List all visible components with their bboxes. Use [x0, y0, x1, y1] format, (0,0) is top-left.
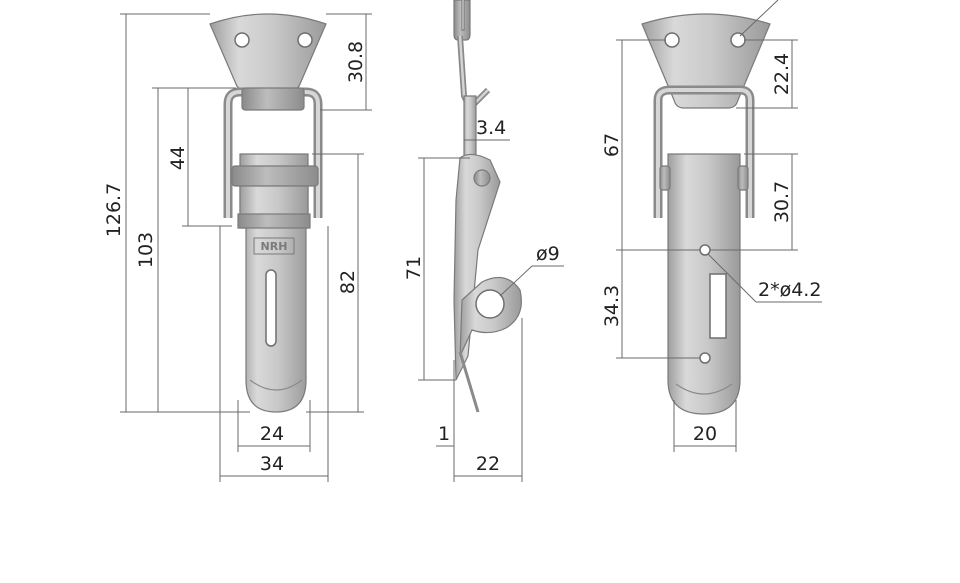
side-top-plate — [453, 0, 471, 41]
dim-height-103: 103 — [135, 232, 157, 268]
dim-height-67: 67 — [601, 133, 623, 157]
front-top-plate — [209, 13, 327, 91]
front-hinge-band — [239, 185, 309, 217]
back-mount-hole-top — [699, 244, 711, 256]
side-view — [453, 0, 522, 413]
front-lower-plate — [237, 213, 311, 229]
back-dimensions: 22.4 67 30.7 2*ø4.2 34.3 20 — [601, 0, 822, 452]
front-logo: NRH — [261, 240, 288, 253]
back-hinge-left — [659, 165, 671, 191]
dim-gap: 1 — [438, 423, 450, 445]
front-slot — [265, 269, 277, 347]
front-plate-hole-left — [234, 32, 250, 48]
side-hook-hole — [475, 289, 505, 319]
front-hinge — [231, 165, 319, 187]
dim-body-30: 30.7 — [771, 181, 793, 223]
back-plate-hole-right — [730, 32, 746, 48]
dim-top-22: 22.4 — [771, 53, 793, 95]
dim-top-plate: 30.8 — [345, 41, 367, 83]
front-logo-box — [253, 237, 295, 255]
dim-thickness: 3.4 — [476, 117, 506, 139]
back-plate-hole-left — [664, 32, 680, 48]
dim-depth: 22 — [476, 453, 500, 475]
front-plate-hole-right — [297, 32, 313, 48]
dim-inner-width: 24 — [260, 423, 284, 445]
side-pivot — [473, 169, 491, 187]
dim-holes: 2*ø4.2 — [758, 279, 821, 301]
back-lever-body — [667, 153, 741, 415]
dim-overall-height: 126.7 — [103, 183, 125, 237]
side-tail — [458, 351, 480, 413]
back-mount-hole-bottom — [699, 352, 711, 364]
dim-height-71: 71 — [403, 256, 425, 280]
dim-hole: ø9 — [536, 243, 560, 265]
dim-spacing: 34.3 — [601, 285, 623, 327]
dim-body-82: 82 — [337, 270, 359, 294]
dim-outer-width: 34 — [260, 453, 284, 475]
back-view — [641, 13, 771, 415]
back-slot — [709, 273, 727, 339]
front-dimensions: 126.7 103 44 30.8 82 24 34 — [103, 13, 372, 482]
dim-frame-44: 44 — [167, 146, 189, 170]
back-hinge-right — [737, 165, 749, 191]
side-dimensions: 3.4 71 ø9 1 22 — [403, 117, 564, 482]
front-view: NRH — [209, 13, 327, 413]
front-bail-clip — [241, 87, 305, 111]
dim-width-20: 20 — [693, 423, 717, 445]
